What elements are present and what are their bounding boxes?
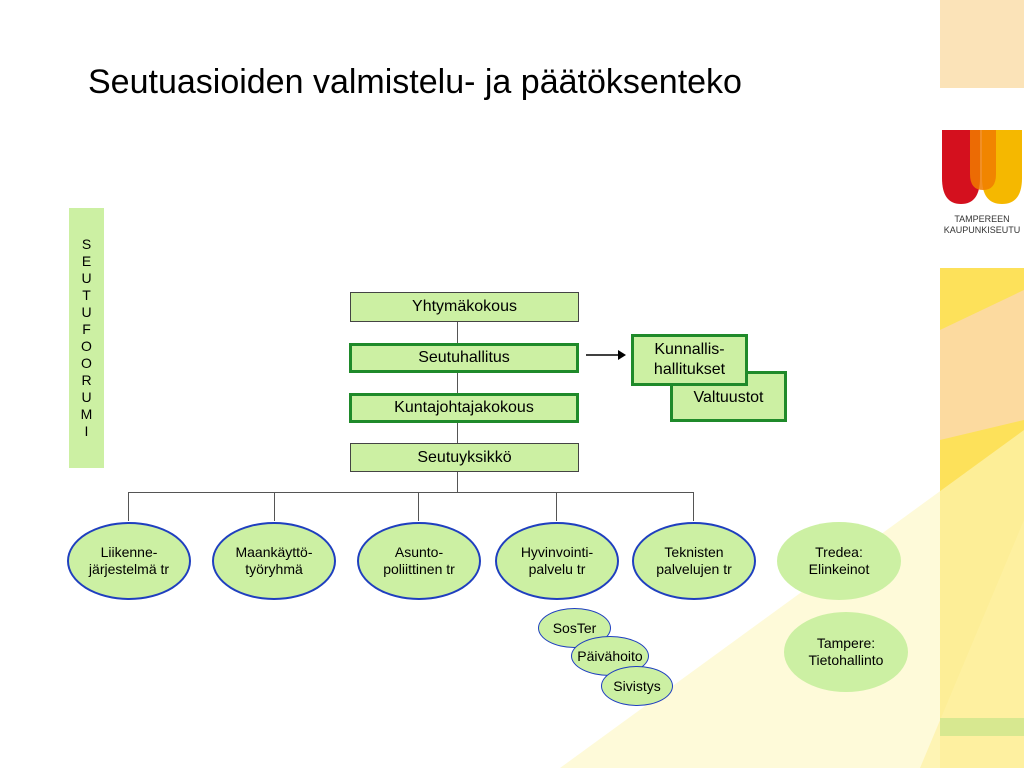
tampereen-logo-icon (942, 130, 1022, 204)
group-maankaytto: Maankäyttö- työryhmä (212, 522, 336, 600)
external-tredea: Tredea: Elinkeinot (777, 522, 901, 600)
subgroup-sivistys: Sivistys (601, 666, 673, 706)
branch-drop (418, 492, 419, 521)
seutufoorumi-letter: U (81, 270, 92, 286)
seutufoorumi-letter: R (81, 372, 92, 388)
group-asuntopoliittinen: Asunto- poliittinen tr (357, 522, 481, 600)
box-seutuhallitus: Seutuhallitus (349, 343, 579, 373)
connector-line (457, 422, 458, 443)
seutufoorumi-letter: I (84, 423, 89, 439)
logo-text: TAMPEREEN KAUPUNKISEUTU (940, 214, 1024, 236)
connector-line (457, 322, 458, 344)
box-yhtymakokous: Yhtymäkokous (350, 292, 579, 322)
connector-line (457, 372, 458, 394)
group-liikennejarjestelma: Liikenne- järjestelmä tr (67, 522, 191, 600)
box-kuntajohtajakokous: Kuntajohtajakokous (349, 393, 579, 423)
branch-drop (274, 492, 275, 521)
seutufoorumi-letter: O (81, 338, 92, 354)
connector-line (457, 471, 458, 492)
seutufoorumi-letter: M (80, 406, 93, 422)
box-seutuyksikko: Seutuyksikkö (350, 443, 579, 472)
seutufoorumi-letter: T (82, 287, 91, 303)
branch-drop (556, 492, 557, 521)
group-teknisten-palvelujen: Teknisten palvelujen tr (632, 522, 756, 600)
box-kunnallishallitukset: Kunnallis- hallitukset (631, 334, 748, 386)
seutufoorumi-letter: O (81, 355, 92, 371)
branch-drop (128, 492, 129, 521)
seutufoorumi-letter: U (81, 304, 92, 320)
page-title: Seutuasioiden valmistelu- ja päätöksente… (88, 63, 742, 101)
branch-drop (693, 492, 694, 521)
seutufoorumi-letter: U (81, 389, 92, 405)
logo-line-2: KAUPUNKISEUTU (943, 225, 1021, 235)
group-hyvinvointipalvelu: Hyvinvointi- palvelu tr (495, 522, 619, 600)
seutufoorumi-letter: S (81, 236, 92, 252)
arrow-right-icon (586, 350, 626, 360)
logo-line-1: TAMPEREEN (954, 214, 1010, 224)
branch-line (128, 492, 694, 493)
external-tampere: Tampere: Tietohallinto (784, 612, 908, 692)
seutufoorumi-letter: F (82, 321, 91, 337)
seutufoorumi-letter: E (81, 253, 92, 269)
